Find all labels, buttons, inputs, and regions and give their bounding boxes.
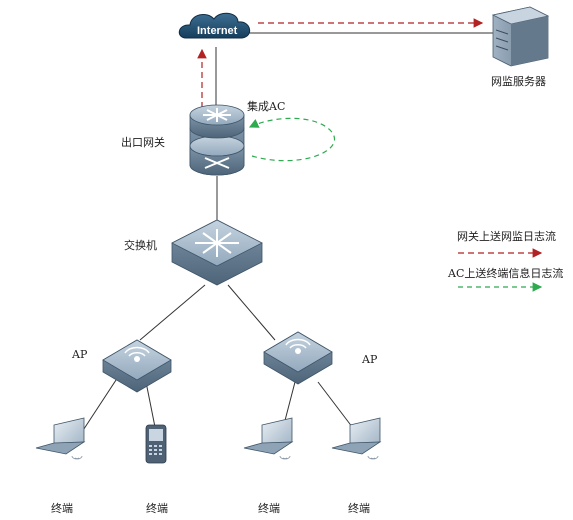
legend-gateway-flow-label: 网关上送网监日志流 [457,230,556,243]
mobile-phone-icon [145,424,167,464]
ap-right-label: AP [362,353,378,366]
egress-gateway-router-icon [189,104,245,176]
ap-left-icon [102,339,172,393]
link-ap-right-laptop-2 [317,381,357,433]
internet-label: Internet [197,25,238,37]
terminal-label-3: 终端 [258,502,280,515]
legend [458,248,543,292]
terminal-label-1: 终端 [51,502,73,515]
integrated-ac-label: 集成AC [247,100,286,113]
link-ap-left-laptop [77,376,119,439]
link-switch-ap-right [227,284,276,341]
terminal-label-4: 终端 [348,502,370,515]
legend-ac-flow-label: AC上送终端信息日志流 [448,267,564,280]
terminal-label-2: 终端 [146,502,168,515]
laptop-icon-2 [243,417,294,460]
network-links [77,32,494,439]
ap-left-label: AP [72,348,88,361]
egress-gateway-label: 出口网关 [121,136,165,149]
switch-icon [171,219,263,286]
link-switch-ap-left [139,284,206,341]
switch-label: 交换机 [124,239,157,252]
monitor-server-label: 网监服务器 [491,75,546,88]
monitor-server-icon [491,6,550,67]
laptop-icon-3 [331,417,382,460]
internet-cloud-icon [178,12,251,39]
ap-right-icon [263,331,333,385]
ac-log-flow-loop [248,117,336,162]
gateway-log-flow [197,18,484,108]
laptop-icon-1 [35,417,86,460]
